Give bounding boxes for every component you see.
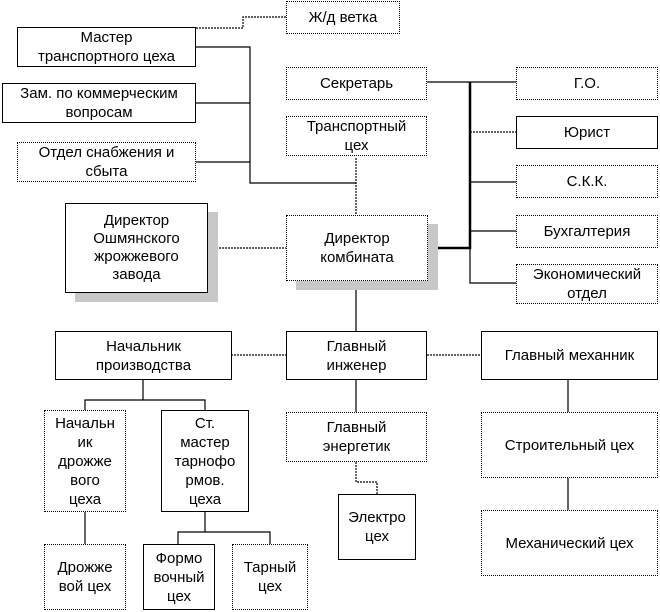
node-skk: С.К.К. [516, 165, 658, 198]
node-accounting: Бухгалтерия [516, 215, 658, 248]
node-tare-shop: Тарный цех [232, 544, 308, 610]
node-transport-shop: Транспортный цех [286, 116, 427, 156]
node-railway: Ж/д ветка [286, 1, 400, 34]
node-lawyer: Юрист [516, 116, 658, 149]
node-chief-power-engineer: Главный энергетик [286, 412, 427, 462]
node-construction-shop: Строительный цех [481, 412, 658, 478]
node-production-head: Начальник производства [55, 331, 232, 380]
node-transport-master: Мастер транспортного цеха [17, 27, 196, 67]
node-plant-director: Директор комбината [286, 215, 428, 281]
node-supply-sales: Отдел снабжения и сбыта [17, 142, 196, 182]
connector-left-bus [196, 46, 356, 184]
node-chief-engineer: Главный инженер [286, 331, 427, 380]
connector-tare-children [177, 512, 271, 544]
connector-railway [196, 16, 286, 29]
connector-power-electro [355, 462, 378, 494]
connector-production-children [84, 380, 206, 410]
node-oshmyany-director: Директор Ошмянского жрожжевого завода [65, 203, 208, 293]
node-electro-shop: Электро цех [338, 494, 416, 560]
node-senior-master-tare: Ст. мастер тарнофо рмов. цеха [161, 410, 249, 512]
node-deputy-commercial: Зам. по коммерческим вопросам [2, 83, 196, 123]
node-yeast-shop: Дрожже вой цех [44, 544, 126, 610]
node-chief-mechanic: Главный механник [481, 331, 658, 380]
node-yeast-shop-head: Начальн ик дрожже вого цеха [44, 410, 126, 512]
node-economic-dept: Экономический отдел [516, 264, 658, 304]
node-molding-shop: Формо вочный цех [143, 544, 215, 610]
node-secretary: Секретарь [286, 67, 427, 100]
node-mechanical-shop: Механический цех [481, 510, 658, 576]
connector-right-bus-thick [428, 82, 472, 250]
node-civil-defense: Г.О. [516, 67, 658, 100]
